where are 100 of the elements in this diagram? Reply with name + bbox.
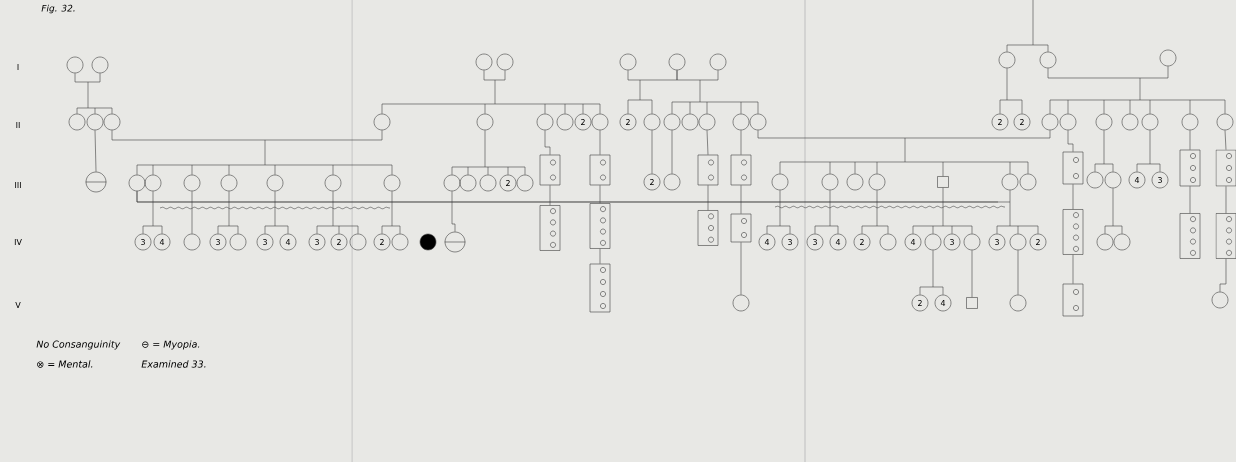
pedigree-line [627, 70, 678, 114]
person-circle [103, 113, 121, 131]
person-circle [1009, 294, 1027, 312]
sibship-box [589, 263, 611, 313]
generation-numeral: II [16, 122, 20, 128]
descent-line [1072, 254, 1074, 284]
descent-line [381, 191, 401, 234]
descent-line [316, 191, 359, 234]
rule-line [136, 191, 999, 203]
descent-line [544, 130, 551, 155]
person-circle [68, 113, 86, 131]
person-circle [1141, 113, 1159, 131]
person-circle [476, 113, 494, 131]
sibship-box [730, 213, 752, 243]
person-circle [619, 53, 637, 71]
descent-line [94, 130, 97, 172]
person-circle [643, 113, 661, 131]
descent-line [766, 190, 791, 234]
person-circle [924, 233, 942, 251]
descent-line [599, 248, 601, 264]
sibship-box [730, 154, 752, 186]
generation-numeral: V [15, 302, 21, 308]
person-circle [1039, 51, 1057, 69]
person-circle [821, 173, 839, 191]
legend-note: Examined 33. [141, 360, 206, 368]
sibship-box [589, 203, 611, 249]
descent-line [651, 130, 653, 174]
person-circle [663, 113, 681, 131]
marked-circle [85, 171, 107, 193]
descent-line [549, 185, 551, 206]
person-circle [1181, 113, 1199, 131]
person-circle [749, 113, 767, 131]
person-circle [443, 174, 461, 192]
descent-line [740, 185, 742, 214]
sibship-box [966, 297, 978, 309]
descent-line [740, 130, 742, 155]
person-circle [1041, 113, 1059, 131]
descent-line [1006, 0, 1049, 52]
person-circle [324, 174, 342, 192]
descent-line [1219, 258, 1227, 292]
figure-title: Fig. 32. [41, 4, 75, 14]
pedigree-line [74, 73, 113, 114]
person-circle [1121, 113, 1139, 131]
person-circle [1009, 233, 1027, 251]
person-circle [144, 174, 162, 192]
person-circle [66, 56, 84, 74]
person-circle [868, 173, 886, 191]
descent-line [599, 185, 601, 204]
person-circle [86, 113, 104, 131]
person-circle [479, 174, 497, 192]
person-circle [668, 53, 686, 71]
descent-line [1224, 130, 1227, 150]
legend-note: ⊖ = Myopia. [142, 340, 200, 350]
descent-line [707, 185, 709, 211]
person-circle [229, 233, 247, 251]
descent-line [912, 187, 973, 234]
person-circle [732, 113, 750, 131]
marked-circle [444, 231, 466, 253]
person-circle [1096, 233, 1114, 251]
sibship-box [1062, 209, 1084, 255]
descent-line [217, 191, 239, 234]
person-circle [220, 174, 238, 192]
person-circle [1211, 291, 1229, 309]
person-circle [998, 51, 1016, 69]
person-circle [1216, 113, 1234, 131]
pedigree-line [381, 70, 601, 114]
sibship-box [1215, 213, 1236, 259]
person-circle [1019, 173, 1037, 191]
person-circle [183, 233, 201, 251]
pedigree-line [757, 130, 1051, 177]
descent-line [740, 242, 742, 295]
sibship-box [1062, 283, 1084, 317]
person-circle [663, 173, 681, 191]
generation-numeral: I [17, 64, 19, 70]
person-circle [1095, 113, 1113, 131]
sibship-box [589, 154, 611, 186]
person-circle [266, 174, 284, 192]
person-circle [732, 294, 750, 312]
person-circle [681, 113, 699, 131]
sibship-box [1179, 149, 1201, 187]
person-circle [1001, 173, 1019, 191]
sibship-box [1062, 151, 1084, 185]
descent-line [599, 130, 601, 155]
person-circle [183, 174, 201, 192]
person-circle [556, 113, 574, 131]
person-circle [709, 53, 727, 71]
descent-line [706, 130, 709, 155]
person-circle [91, 56, 109, 74]
descent-line [1136, 130, 1161, 172]
descent-line [1189, 186, 1191, 214]
person-circle [771, 173, 789, 191]
person-circle [846, 173, 864, 191]
descent-line [451, 130, 526, 175]
person-circle [475, 53, 493, 71]
person-circle [459, 174, 477, 192]
sibship-box [539, 205, 561, 251]
person-circle [496, 53, 514, 71]
legend-note: ⊗ = Mental. [37, 360, 93, 368]
descent-line [919, 250, 944, 295]
legend-note: No Consanguinity [36, 340, 121, 350]
